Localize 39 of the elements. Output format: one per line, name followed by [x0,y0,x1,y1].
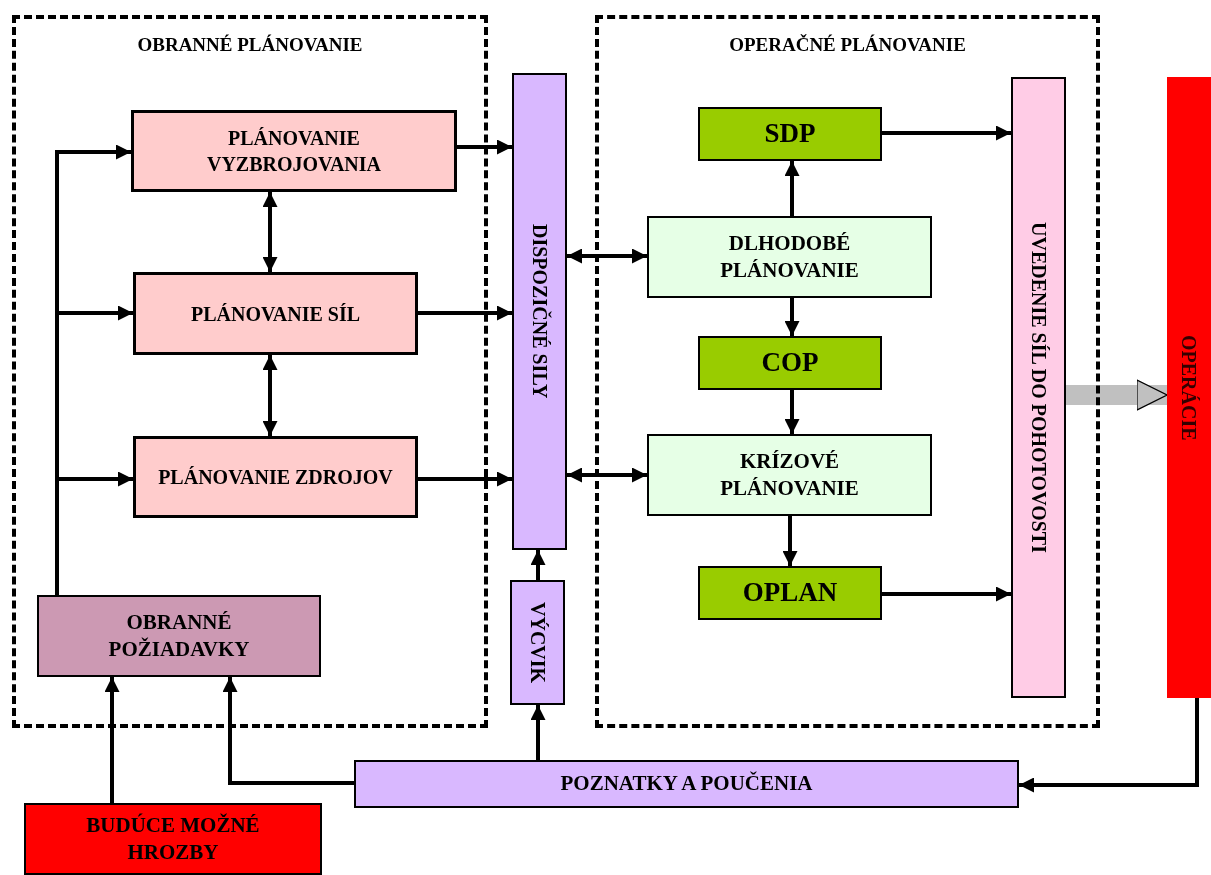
process-box: COP [698,336,882,390]
arrow [55,471,133,595]
process-box: PLÁNOVANIE VYZBROJOVANIA [131,110,457,192]
process-box: PLÁNOVANIE ZDROJOV [133,436,418,518]
process-box: POZNATKY A POUČENIA [354,760,1019,808]
vertical-bar: DISPOZIČNÉ SILY [512,73,567,550]
process-box: OBRANNÉ POŽIADAVKY [37,595,321,677]
arrow [104,677,120,803]
arrow [222,677,354,785]
arrow [882,125,1011,141]
vertical-bar: UVEDENIE SÍL DO POHOTOVOSTI [1011,77,1066,698]
process-box: OPLAN [698,566,882,620]
process-box: BUDÚCE MOŽNÉ HROZBY [24,803,322,875]
arrow [882,586,1011,602]
arrow [784,390,800,434]
arrow [784,161,800,216]
vertical-bar: OPERÁCIE [1167,77,1211,698]
arrow [457,139,512,155]
arrow [784,298,800,336]
arrow [262,355,278,436]
vertical-bar: VÝCVIK [510,580,565,705]
block-arrow [1066,379,1168,411]
arrow [418,471,512,487]
group-heading: OBRANNÉ PLÁNOVANIE [136,33,364,57]
arrow [530,550,546,580]
dashed-group-frame [12,15,488,728]
process-box: PLÁNOVANIE SÍL [133,272,418,355]
arrow [567,467,647,483]
arrow [418,305,512,321]
arrow [262,192,278,272]
arrow [1019,698,1199,793]
process-box: SDP [698,107,882,161]
process-box: KRÍZOVÉ PLÁNOVANIE [647,434,932,516]
dashed-group-frame [595,15,1100,728]
arrow [782,516,798,566]
group-heading: OPERAČNÉ PLÁNOVANIE [728,33,967,57]
arrow [567,248,647,264]
arrow [530,705,546,760]
process-box: DLHODOBÉ PLÁNOVANIE [647,216,932,298]
